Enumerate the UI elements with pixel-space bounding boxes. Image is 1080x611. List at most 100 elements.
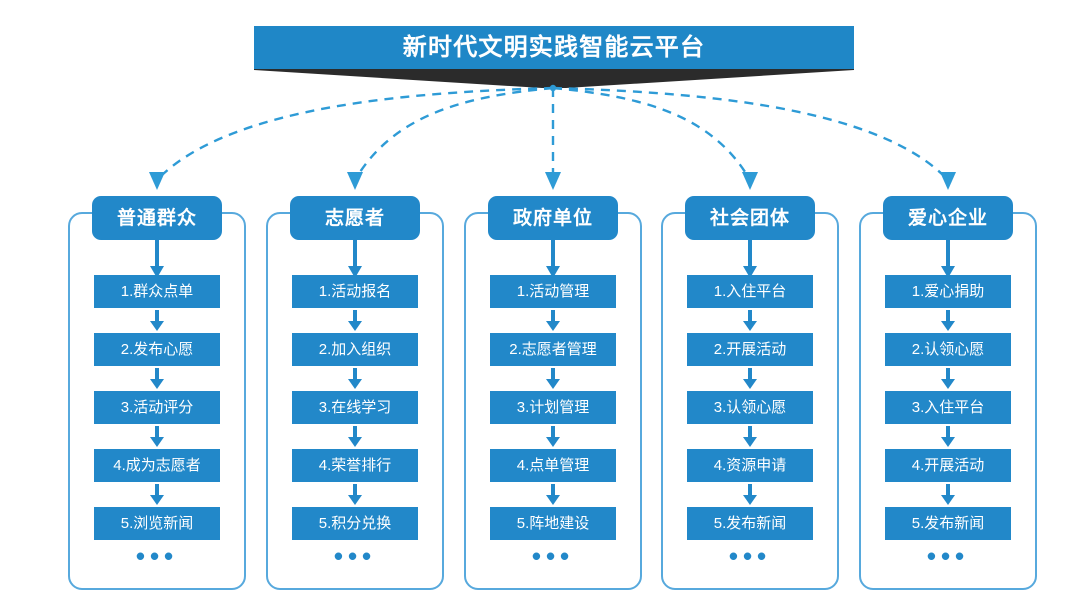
- column-header-label: 爱心企业: [907, 207, 988, 229]
- item-box[interactable]: 5.阵地建设: [490, 507, 616, 540]
- item-flow-arrow: [292, 308, 418, 333]
- column-header-enterprise[interactable]: 爱心企业: [883, 196, 1013, 240]
- column-items-public: 1.群众点单 2.发布心愿 3.活动评分 4.成为志愿者 5.浏览新闻: [94, 275, 220, 540]
- item-flow-arrow: [490, 424, 616, 449]
- item-box[interactable]: 2.志愿者管理: [490, 333, 616, 366]
- item-label: 5.积分兑换: [318, 515, 392, 532]
- item-box[interactable]: 5.积分兑换: [292, 507, 418, 540]
- header-to-first-item-arrow: [347, 240, 363, 278]
- column-header-label: 志愿者: [324, 207, 385, 229]
- more-items-ellipsis: •••: [135, 541, 179, 571]
- item-label: 3.入住平台: [911, 399, 985, 416]
- platform-title-banner: 新时代文明实践智能云平台: [254, 26, 854, 88]
- item-box[interactable]: 1.活动管理: [490, 275, 616, 308]
- connector-to-social-group: [552, 86, 752, 181]
- item-box[interactable]: 2.开展活动: [687, 333, 813, 366]
- item-flow-arrow: [292, 424, 418, 449]
- item-box[interactable]: 3.入住平台: [885, 391, 1011, 424]
- more-items-ellipsis: •••: [333, 541, 377, 571]
- item-label: 1.入住平台: [713, 283, 787, 300]
- connector-arrowhead-government: [545, 172, 561, 190]
- column-items-government: 1.活动管理 2.志愿者管理 3.计划管理 4.点单管理 5.阵地建设: [490, 275, 616, 540]
- item-label: 2.认领心愿: [911, 341, 985, 358]
- column-header-government[interactable]: 政府单位: [488, 196, 618, 240]
- connector-to-enterprise: [552, 86, 949, 181]
- column-header-label: 普通群众: [116, 207, 197, 229]
- item-label: 1.群众点单: [120, 283, 194, 300]
- item-box[interactable]: 1.群众点单: [94, 275, 220, 308]
- item-box[interactable]: 1.活动报名: [292, 275, 418, 308]
- banner-bar: 新时代文明实践智能云平台: [254, 26, 854, 69]
- item-box[interactable]: 4.荣誉排行: [292, 449, 418, 482]
- banner-shadow-ribbon: [254, 69, 854, 88]
- item-label: 4.成为志愿者: [113, 457, 201, 474]
- item-label: 5.浏览新闻: [120, 515, 194, 532]
- connector-arrowhead-enterprise: [940, 172, 956, 190]
- item-box[interactable]: 2.加入组织: [292, 333, 418, 366]
- item-flow-arrow: [687, 308, 813, 333]
- item-label: 5.阵地建设: [516, 515, 590, 532]
- item-box[interactable]: 5.浏览新闻: [94, 507, 220, 540]
- item-box[interactable]: 4.开展活动: [885, 449, 1011, 482]
- connector-to-volunteer: [353, 86, 554, 181]
- header-to-first-item-arrow: [940, 240, 956, 278]
- column-public: 普通群众 1.群众点单 2.发布心愿 3.活动评分 4.成为志愿者 5.浏览新闻 •••: [68, 196, 246, 590]
- header-to-first-item-arrow: [742, 240, 758, 278]
- item-label: 1.爱心捐助: [911, 283, 985, 300]
- item-box[interactable]: 2.发布心愿: [94, 333, 220, 366]
- item-label: 5.发布新闻: [713, 515, 787, 532]
- column-header-public[interactable]: 普通群众: [92, 196, 222, 240]
- connector-to-public: [156, 86, 554, 181]
- column-header-social-group[interactable]: 社会团体: [685, 196, 815, 240]
- item-flow-arrow: [94, 424, 220, 449]
- platform-title: 新时代文明实践智能云平台: [402, 33, 706, 61]
- item-label: 1.活动管理: [516, 283, 590, 300]
- connector-arrowhead-social-group: [742, 172, 758, 190]
- item-box[interactable]: 5.发布新闻: [687, 507, 813, 540]
- item-label: 3.在线学习: [318, 399, 392, 416]
- item-box[interactable]: 1.入住平台: [687, 275, 813, 308]
- item-flow-arrow: [94, 482, 220, 507]
- item-box[interactable]: 3.活动评分: [94, 391, 220, 424]
- item-box[interactable]: 3.认领心愿: [687, 391, 813, 424]
- column-header-label: 政府单位: [512, 207, 593, 229]
- item-box[interactable]: 2.认领心愿: [885, 333, 1011, 366]
- item-flow-arrow: [292, 482, 418, 507]
- item-box[interactable]: 3.计划管理: [490, 391, 616, 424]
- item-flow-arrow: [885, 482, 1011, 507]
- item-label: 2.发布心愿: [120, 341, 194, 358]
- column-items-social-group: 1.入住平台 2.开展活动 3.认领心愿 4.资源申请 5.发布新闻: [687, 275, 813, 540]
- item-box[interactable]: 5.发布新闻: [885, 507, 1011, 540]
- column-items-enterprise: 1.爱心捐助 2.认领心愿 3.入住平台 4.开展活动 5.发布新闻: [885, 275, 1011, 540]
- item-flow-arrow: [292, 366, 418, 391]
- column-volunteer: 志愿者 1.活动报名 2.加入组织 3.在线学习 4.荣誉排行 5.积分兑换 •••: [266, 196, 444, 590]
- more-items-ellipsis: •••: [926, 541, 970, 571]
- item-label: 4.资源申请: [713, 457, 787, 474]
- item-flow-arrow: [94, 366, 220, 391]
- item-box[interactable]: 1.爱心捐助: [885, 275, 1011, 308]
- item-box[interactable]: 4.成为志愿者: [94, 449, 220, 482]
- item-label: 2.加入组织: [318, 341, 392, 358]
- item-label: 1.活动报名: [318, 283, 392, 300]
- item-box[interactable]: 3.在线学习: [292, 391, 418, 424]
- item-label: 2.志愿者管理: [509, 341, 597, 358]
- item-flow-arrow: [885, 366, 1011, 391]
- item-box[interactable]: 4.点单管理: [490, 449, 616, 482]
- column-items-volunteer: 1.活动报名 2.加入组织 3.在线学习 4.荣誉排行 5.积分兑换: [292, 275, 418, 540]
- item-flow-arrow: [885, 308, 1011, 333]
- item-box[interactable]: 4.资源申请: [687, 449, 813, 482]
- item-flow-arrow: [687, 366, 813, 391]
- column-header-label: 社会团体: [709, 207, 790, 229]
- item-flow-arrow: [490, 482, 616, 507]
- connector-arrowhead-public: [149, 172, 165, 190]
- header-to-first-item-arrow: [545, 240, 561, 278]
- item-label: 4.点单管理: [516, 457, 590, 474]
- item-label: 4.开展活动: [911, 457, 985, 474]
- column-header-volunteer[interactable]: 志愿者: [290, 196, 420, 240]
- item-flow-arrow: [490, 366, 616, 391]
- item-label: 3.活动评分: [120, 399, 194, 416]
- item-flow-arrow: [94, 308, 220, 333]
